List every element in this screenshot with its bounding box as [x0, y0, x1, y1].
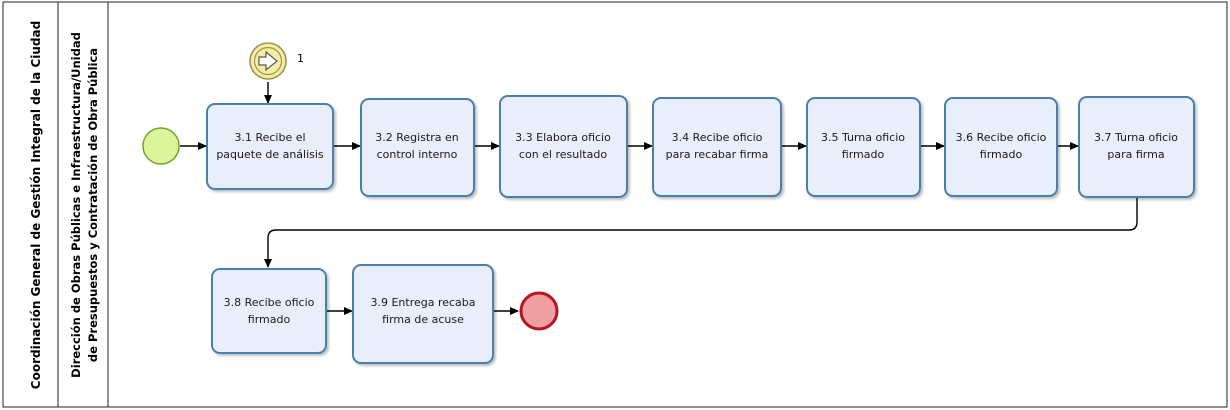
- task-3-8-label-line1: 3.8 Recibe oficio: [224, 296, 315, 309]
- flow-3-7-to-3-8: [264, 197, 1138, 268]
- task-3-2-label-line2: control interno: [377, 148, 458, 161]
- task-box: [206, 103, 334, 190]
- task-3-7-label-line1: 3.7 Turna oficio: [1094, 131, 1178, 144]
- link-event[interactable]: [249, 42, 287, 80]
- task-3-3-label-line2: con el resultado: [519, 148, 607, 161]
- task-3-6-label-line1: 3.6 Recibe oficio: [956, 131, 1047, 144]
- task-3-6[interactable]: 3.6 Recibe oficio firmado: [944, 97, 1058, 197]
- task-3-8-label-line2: firmado: [248, 313, 291, 326]
- task-3-8[interactable]: 3.8 Recibe oficio firmado: [211, 268, 327, 354]
- sequence-flows: [180, 82, 1138, 315]
- task-3-1[interactable]: 3.1 Recibe el paquete de análisis: [206, 103, 334, 190]
- task-box: [944, 97, 1058, 197]
- task-box: [1078, 96, 1195, 198]
- task-3-4-label-line2: para recabar firma: [666, 148, 769, 161]
- task-3-6-label-line2: firmado: [980, 148, 1023, 161]
- task-3-9-label-line1: 3.9 Entrega recaba: [370, 296, 475, 309]
- task-3-5-label-line2: firmado: [842, 148, 885, 161]
- link-event-label: 1: [297, 52, 304, 65]
- task-3-2-label-line1: 3.2 Registra en: [375, 131, 459, 144]
- task-3-1-label-line2: paquete de análisis: [216, 148, 324, 161]
- task-3-4-label-line1: 3.4 Recibe oficio: [672, 131, 763, 144]
- task-3-7[interactable]: 3.7 Turna oficio para firma: [1078, 96, 1195, 198]
- task-3-3-label-line1: 3.3 Elabora oficio: [515, 131, 611, 144]
- task-3-5-label-line1: 3.5 Turna oficio: [821, 131, 905, 144]
- task-3-1-label-line1: 3.1 Recibe el: [234, 131, 305, 144]
- task-3-3[interactable]: 3.3 Elabora oficio con el resultado: [499, 95, 628, 198]
- task-3-7-label-line2: para firma: [1107, 148, 1164, 161]
- task-box: [211, 268, 327, 354]
- lane-label-line2: de Presupuestos y Contratación de Obra P…: [86, 48, 100, 362]
- task-box: [652, 97, 782, 197]
- start-event[interactable]: [142, 127, 180, 165]
- end-event[interactable]: [519, 291, 559, 331]
- task-3-4[interactable]: 3.4 Recibe oficio para recabar firma: [652, 97, 782, 197]
- task-3-9-label-line2: firma de acuse: [382, 313, 464, 326]
- lane-label-line1: Dirección de Obras Públicas e Infraestru…: [69, 32, 83, 378]
- task-box: [806, 97, 921, 197]
- pool-label: Coordinación General de Gestión Integral…: [29, 21, 43, 389]
- task-box: [360, 98, 475, 197]
- task-box: [352, 264, 494, 364]
- task-3-5[interactable]: 3.5 Turna oficio firmado: [806, 97, 921, 197]
- task-3-9[interactable]: 3.9 Entrega recaba firma de acuse: [352, 264, 494, 364]
- link-event-inner: [253, 46, 283, 76]
- task-box: [499, 95, 628, 198]
- link-arrow-icon: [258, 50, 278, 72]
- task-3-2[interactable]: 3.2 Registra en control interno: [360, 98, 475, 197]
